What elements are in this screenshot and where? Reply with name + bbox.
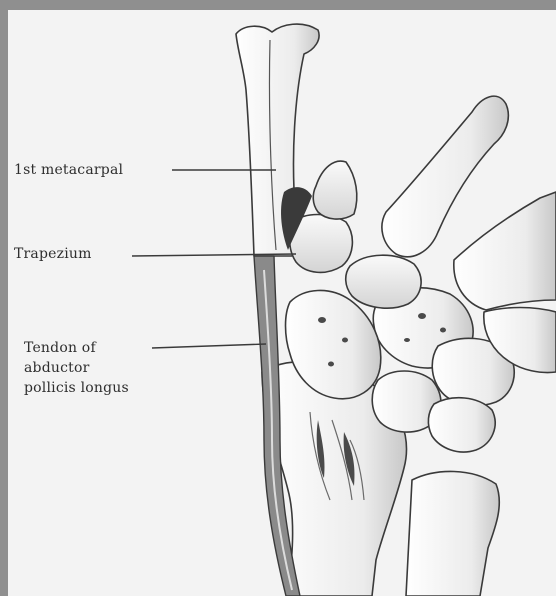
ulna-bone — [406, 471, 499, 596]
label-tendon-abductor-pollicis-longus: Tendon of abductor pollicis longus — [24, 338, 129, 398]
trapezoid-middle-bone — [346, 255, 421, 308]
label-1st-metacarpal: 1st metacarpal — [14, 160, 123, 180]
label-tendon-line-2: abductor — [24, 358, 129, 378]
trapezoid-bone — [313, 161, 357, 219]
label-tendon-line-1: Tendon of — [24, 338, 129, 358]
third-metacarpal-bone — [454, 192, 556, 310]
label-trapezium: Trapezium — [14, 244, 92, 264]
label-tendon-line-3: pollicis longus — [24, 378, 129, 398]
triquetrum-bone — [428, 398, 495, 452]
leader-line-tendon — [152, 344, 266, 348]
